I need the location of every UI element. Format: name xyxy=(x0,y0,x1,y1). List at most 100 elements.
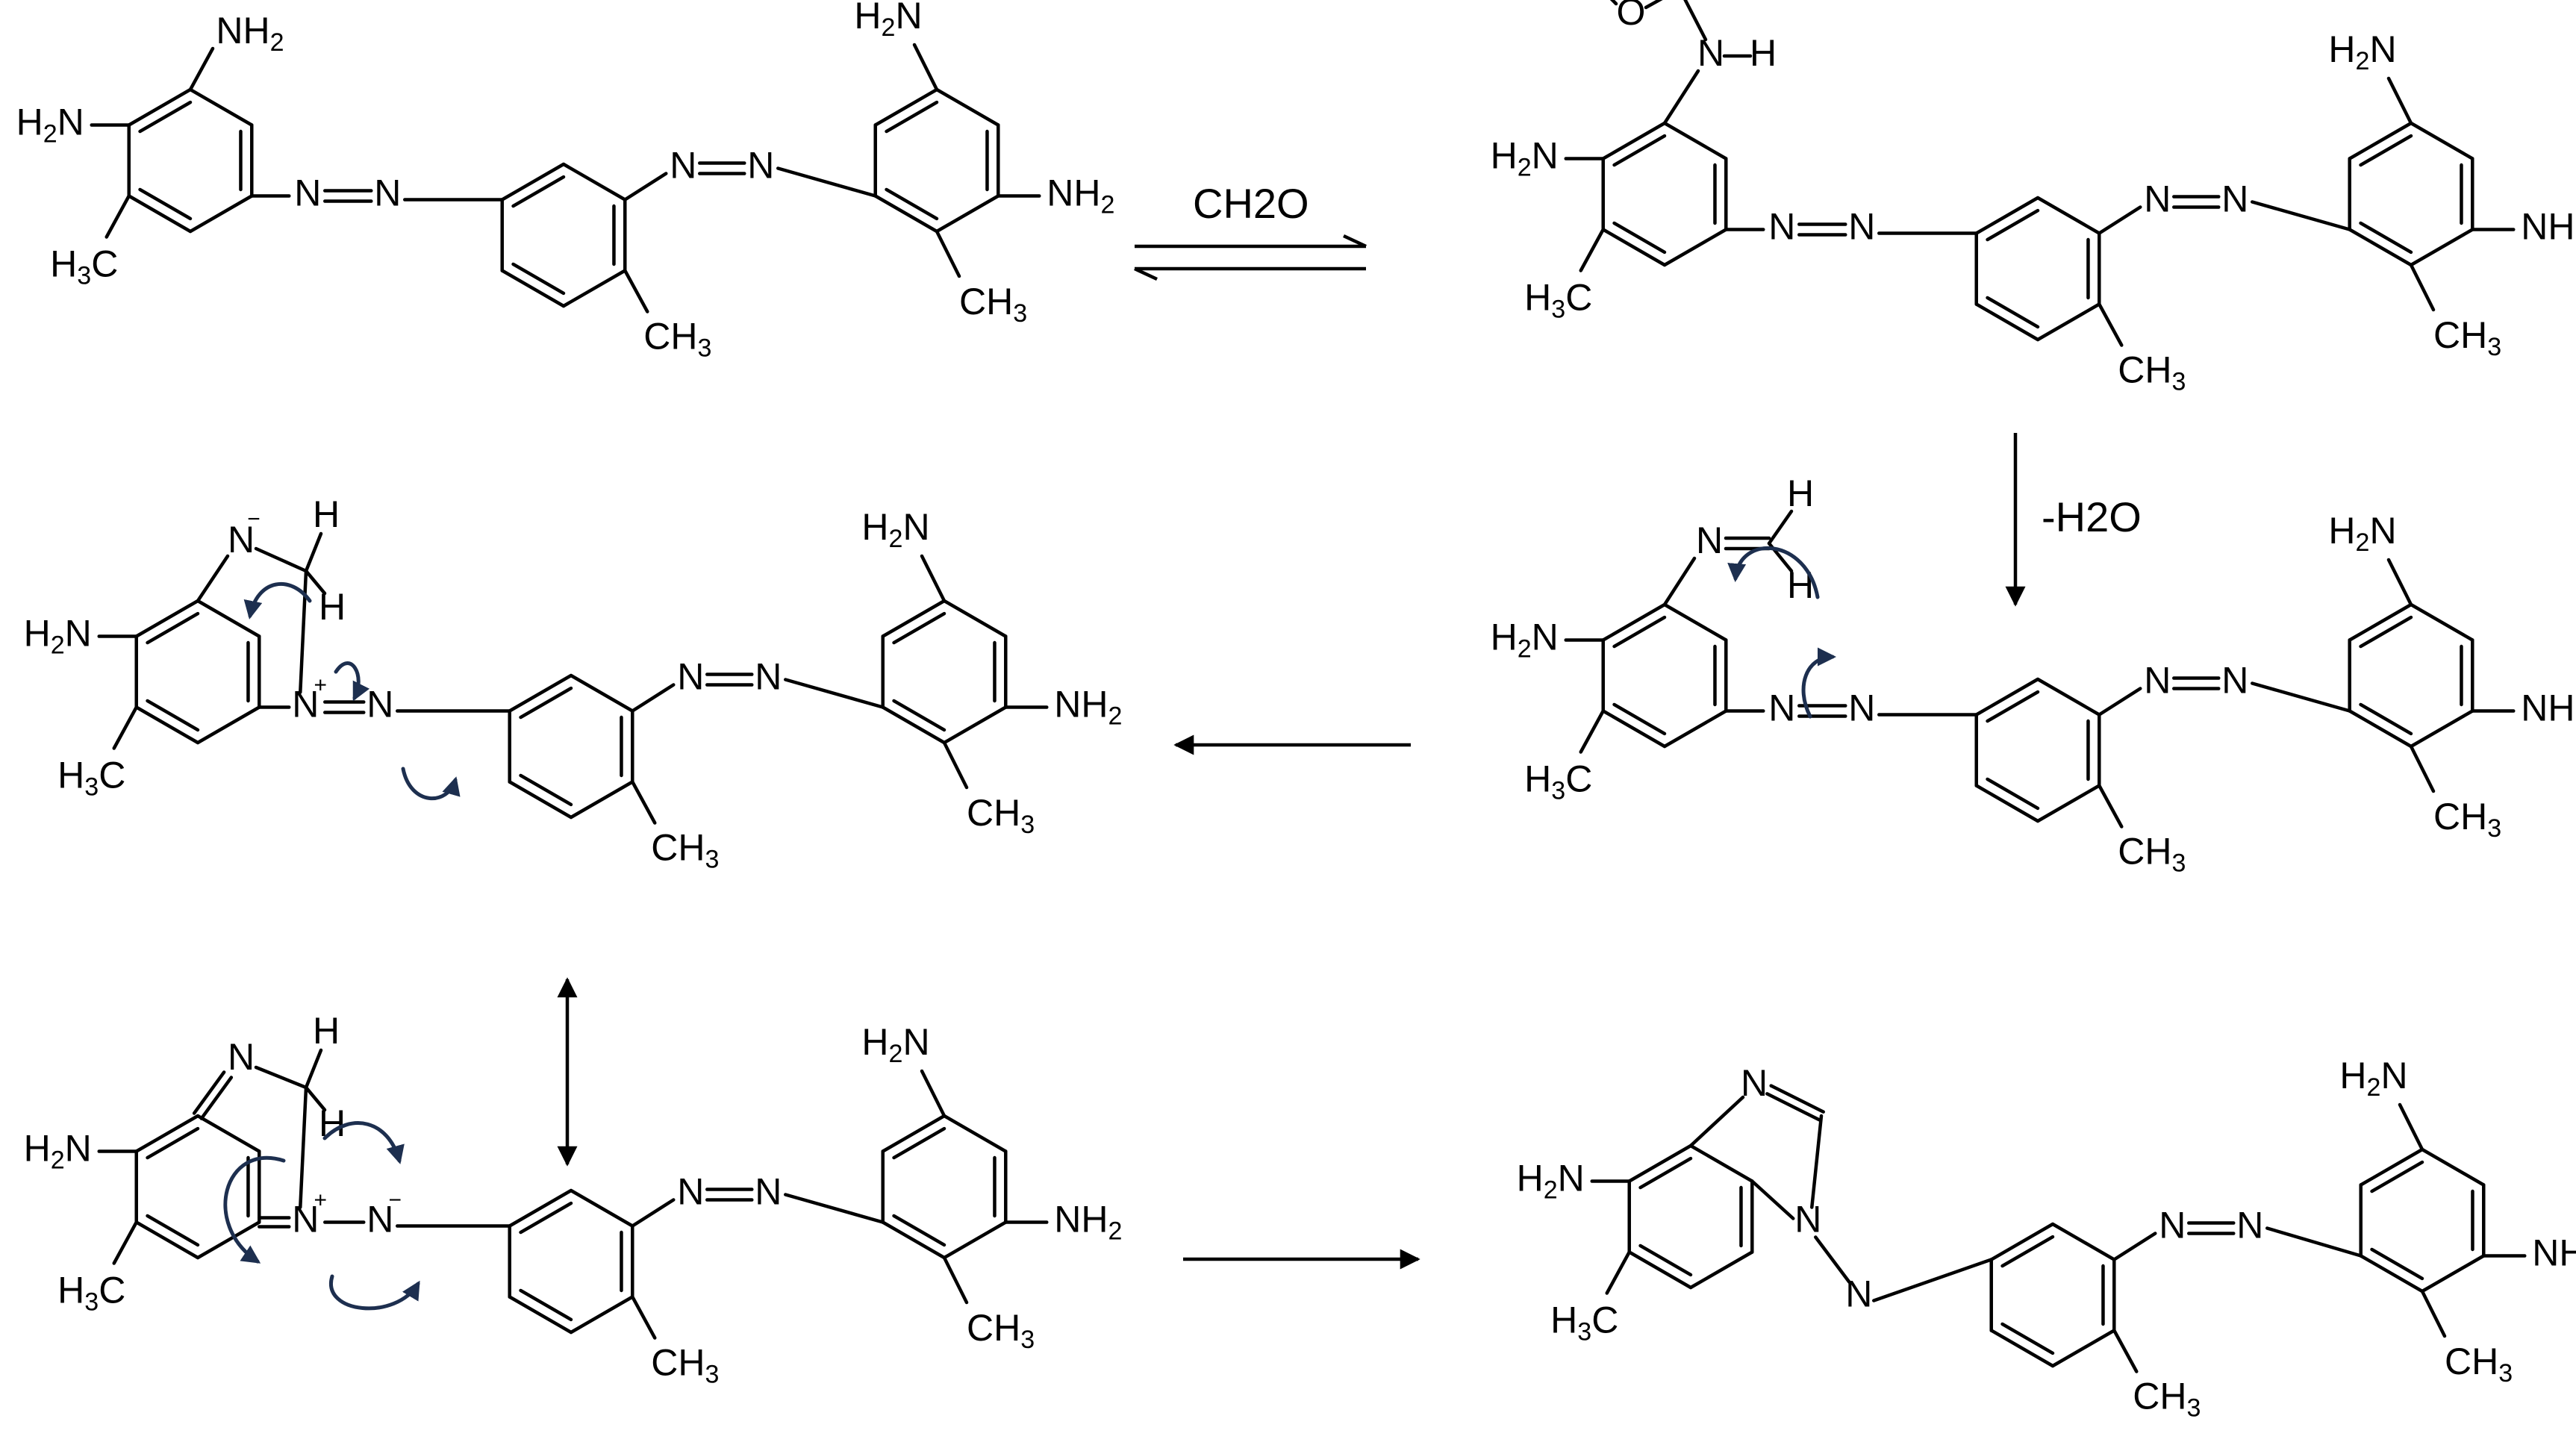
bond xyxy=(2251,200,2351,231)
bond xyxy=(1644,0,1663,10)
bond xyxy=(1986,777,2040,811)
bond xyxy=(623,269,649,313)
atom-label: H2N xyxy=(2328,510,2396,557)
atom-label: N xyxy=(294,172,321,214)
bond xyxy=(2370,1247,2424,1281)
atom-label: H2N xyxy=(16,102,84,149)
atom-label: N xyxy=(2221,178,2248,220)
bond xyxy=(2386,558,2413,607)
bond xyxy=(892,699,946,732)
atom-label: H2N xyxy=(24,613,92,660)
atom-label: CH3 xyxy=(967,1307,1035,1354)
bond xyxy=(2000,1235,2055,1268)
bond xyxy=(942,1114,1008,1153)
bond xyxy=(2348,228,2413,267)
bond xyxy=(192,1070,226,1115)
bond xyxy=(2050,1329,2116,1368)
bond xyxy=(1662,69,1700,125)
bond xyxy=(881,1220,946,1260)
bond xyxy=(2348,121,2413,160)
atom-label: H3C xyxy=(1524,277,1592,324)
bond xyxy=(1810,1114,1824,1209)
bond xyxy=(196,599,261,638)
bond xyxy=(2036,677,2101,717)
atom-label: CH3 xyxy=(2433,314,2501,361)
atom-label: N xyxy=(755,1171,782,1213)
atom-label: H xyxy=(1787,472,1814,514)
atom-label: N xyxy=(1848,206,1875,248)
atom-label: N xyxy=(1696,519,1723,561)
bond xyxy=(942,1255,969,1305)
bond xyxy=(304,1048,323,1090)
bond xyxy=(569,673,634,713)
bond xyxy=(1579,228,1605,272)
bond xyxy=(134,1220,200,1260)
bond xyxy=(196,705,261,745)
bond xyxy=(885,187,939,221)
bond xyxy=(188,87,254,127)
bond xyxy=(2359,615,2413,649)
bond xyxy=(1609,0,1618,6)
bond xyxy=(2036,302,2101,342)
bond xyxy=(631,1295,657,1340)
atom-label: N xyxy=(2236,1205,2263,1246)
bond xyxy=(2112,1232,2157,1261)
atom-label: N xyxy=(1768,687,1795,729)
bond xyxy=(188,194,254,234)
atom-label: N xyxy=(1845,1273,1872,1315)
bond xyxy=(2359,1254,2424,1294)
bond xyxy=(1662,556,1697,607)
atom-label: N xyxy=(367,684,393,726)
bond xyxy=(2036,784,2101,823)
bond xyxy=(508,780,573,820)
bond xyxy=(1814,1235,1851,1284)
bond xyxy=(146,1214,200,1247)
bond xyxy=(1683,0,1708,42)
bond xyxy=(2370,1160,2424,1193)
bond xyxy=(138,100,193,134)
bond xyxy=(127,87,193,127)
equilibrium-arrow xyxy=(1134,234,1367,281)
bond xyxy=(1601,121,1667,160)
atom-label: N xyxy=(292,684,319,726)
atom-label: H2N xyxy=(861,506,929,553)
bond xyxy=(2036,196,2101,235)
atom-label: N xyxy=(2144,178,2171,220)
bond xyxy=(1974,784,2040,823)
bond xyxy=(2112,1329,2139,1373)
bond xyxy=(1989,1329,2055,1368)
bond xyxy=(1612,221,1667,255)
atom-label: CH3 xyxy=(2118,831,2186,878)
atom-label: H2N xyxy=(2328,28,2396,75)
bond xyxy=(1662,602,1728,642)
bond xyxy=(631,683,676,713)
bond xyxy=(254,546,308,573)
atom-label: H2N xyxy=(24,1128,92,1175)
atom-label: CH3 xyxy=(959,281,1027,328)
atom-label: H xyxy=(1787,564,1814,606)
atom-label: CH3 xyxy=(651,1342,719,1389)
atom-label: H2N xyxy=(1491,135,1559,182)
bond xyxy=(1612,134,1667,167)
bond xyxy=(105,194,131,239)
bond xyxy=(935,229,961,278)
atom-label: H3C xyxy=(1550,1299,1618,1347)
atom-label: N xyxy=(747,145,774,187)
bond xyxy=(784,1193,885,1224)
atom-label: N xyxy=(292,1199,319,1241)
atom-label: N xyxy=(2221,660,2248,702)
bond xyxy=(2098,687,2142,717)
bond xyxy=(561,269,627,308)
atom-label: N xyxy=(670,145,696,187)
bond xyxy=(1974,196,2040,235)
atom-label: CH3 xyxy=(651,827,719,874)
atom-label: N xyxy=(2144,660,2171,702)
atom-label: H xyxy=(313,493,340,535)
bond xyxy=(2398,1102,2424,1152)
atom-label: NH2 xyxy=(2521,206,2576,253)
bond xyxy=(935,194,1000,234)
bond xyxy=(1986,296,2040,329)
bond xyxy=(631,780,657,825)
